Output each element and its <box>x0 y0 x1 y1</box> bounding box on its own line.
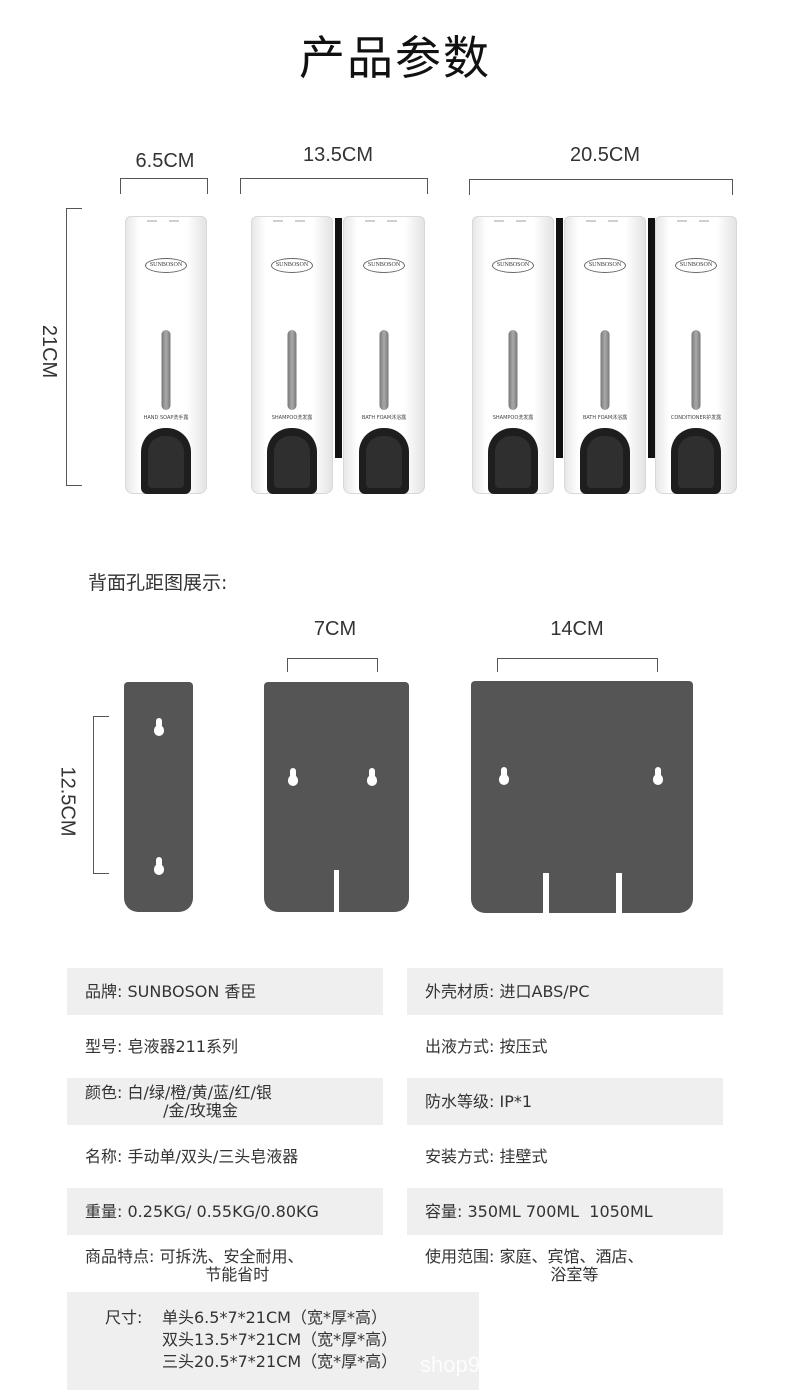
spec-usage-scope: 使用范围: 家庭、宾馆、酒店、 浴室等 <box>425 1247 644 1284</box>
unit-divider <box>648 218 655 458</box>
hole-spacing-vertical-label: 12.5CM <box>56 766 79 837</box>
back-view-heading: 背面孔距图展示: <box>88 572 228 594</box>
brand-logo: SUNBOSON <box>675 258 717 273</box>
back-plate-triple <box>471 681 693 913</box>
spec-model: 型号: 皂液器211系列 <box>85 1036 239 1056</box>
spec-capacity: 容量: 350ML 700ML 1050ML <box>407 1188 723 1235</box>
unit-label: BATH FOAM沐浴露 <box>361 415 407 421</box>
brand-logo: SUNBOSON <box>584 258 626 273</box>
spec-brand: 品牌: SUNBOSON 香臣 <box>67 968 383 1015</box>
brand-logo: SUNBOSON <box>363 258 405 273</box>
size-single: 单头6.5*7*21CM（宽*厚*高） <box>162 1308 387 1327</box>
double-spacing-label: 7CM <box>313 618 357 640</box>
width-bracket-single <box>120 178 208 194</box>
spec-size: 尺寸: 单头6.5*7*21CM（宽*厚*高） 双头13.5*7*21CM（宽*… <box>67 1292 479 1390</box>
width-bracket-double <box>240 178 428 194</box>
level-window <box>161 330 171 410</box>
dispenser-unit: SUNBOSON SHAMPOO洗发露 <box>251 216 333 494</box>
level-window <box>691 330 701 410</box>
width-label-single: 6.5CM <box>135 150 195 172</box>
size-key: 尺寸: <box>105 1308 143 1327</box>
spec-material: 外壳材质: 进口ABS/PC <box>407 968 723 1015</box>
level-window <box>508 330 518 410</box>
dispenser-unit: SUNBOSON BATH FOAM沐浴露 <box>564 216 646 494</box>
unit-divider <box>335 218 342 458</box>
width-label-triple: 20.5CM <box>569 144 641 166</box>
brand-logo: SUNBOSON <box>271 258 313 273</box>
page-title: 产品参数 <box>299 31 491 85</box>
spec-installation: 安装方式: 挂壁式 <box>425 1146 548 1166</box>
keyhole-icon <box>288 768 298 788</box>
unit-label: CONDITIONER护发露 <box>670 415 722 421</box>
size-triple: 三头20.5*7*21CM（宽*厚*高） <box>162 1352 398 1371</box>
keyhole-icon <box>154 718 164 738</box>
pump-button <box>580 428 630 494</box>
size-double: 双头13.5*7*21CM（宽*厚*高） <box>162 1330 398 1349</box>
keyhole-icon <box>499 767 509 787</box>
spec-dispense-method: 出液方式: 按压式 <box>425 1036 548 1056</box>
keyhole-icon <box>653 767 663 787</box>
height-label: 21CM <box>38 324 61 379</box>
pump-button <box>671 428 721 494</box>
dispenser-unit: SUNBOSON BATH FOAM沐浴露 <box>343 216 425 494</box>
pump-button <box>488 428 538 494</box>
unit-label: BATH FOAM沐浴露 <box>582 415 628 421</box>
unit-label: SHAMPOO洗发露 <box>492 415 534 421</box>
watermark: shop9 <box>420 1352 480 1377</box>
width-bracket-triple <box>469 179 733 195</box>
back-plate-single <box>124 682 193 912</box>
back-plate-double <box>264 682 409 912</box>
pump-button <box>359 428 409 494</box>
unit-divider <box>556 218 563 458</box>
dispenser-unit: SUNBOSON SHAMPOO洗发露 <box>472 216 554 494</box>
level-window <box>287 330 297 410</box>
spec-waterproof: 防水等级: IP*1 <box>407 1078 723 1125</box>
dispenser-triple: SUNBOSON SHAMPOO洗发露 SUNBOSON BATH FOAM沐浴… <box>472 216 737 494</box>
dispenser-unit: SUNBOSON CONDITIONER护发露 <box>655 216 737 494</box>
dispenser-double: SUNBOSON SHAMPOO洗发露 SUNBOSON BATH FOAM沐浴… <box>251 216 425 494</box>
level-window <box>379 330 389 410</box>
spec-colors: 颜色: 白/绿/橙/黄/蓝/红/银 /金/玫瑰金 <box>67 1078 383 1125</box>
pump-button <box>141 428 191 494</box>
double-spacing-bracket <box>287 658 378 672</box>
unit-label: SHAMPOO洗发露 <box>271 415 313 421</box>
height-bracket <box>66 208 82 486</box>
spec-features: 商品特点: 可拆洗、安全耐用、 节能省时 <box>85 1247 304 1284</box>
level-window <box>600 330 610 410</box>
dispenser-unit: SUNBOSON HAND SOAP洗手露 <box>125 216 207 494</box>
triple-spacing-label: 14CM <box>550 618 604 640</box>
dispenser-single: SUNBOSON HAND SOAP洗手露 <box>125 216 207 494</box>
spec-weight: 重量: 0.25KG/ 0.55KG/0.80KG <box>67 1188 383 1235</box>
triple-spacing-bracket <box>497 658 658 672</box>
keyhole-icon <box>367 768 377 788</box>
brand-logo: SUNBOSON <box>492 258 534 273</box>
unit-label: HAND SOAP洗手露 <box>143 415 189 421</box>
spec-name: 名称: 手动单/双头/三头皂液器 <box>85 1146 299 1166</box>
width-label-double: 13.5CM <box>302 144 374 166</box>
pump-button <box>267 428 317 494</box>
keyhole-icon <box>154 857 164 877</box>
hole-spacing-bracket <box>93 716 109 874</box>
brand-logo: SUNBOSON <box>145 258 187 273</box>
